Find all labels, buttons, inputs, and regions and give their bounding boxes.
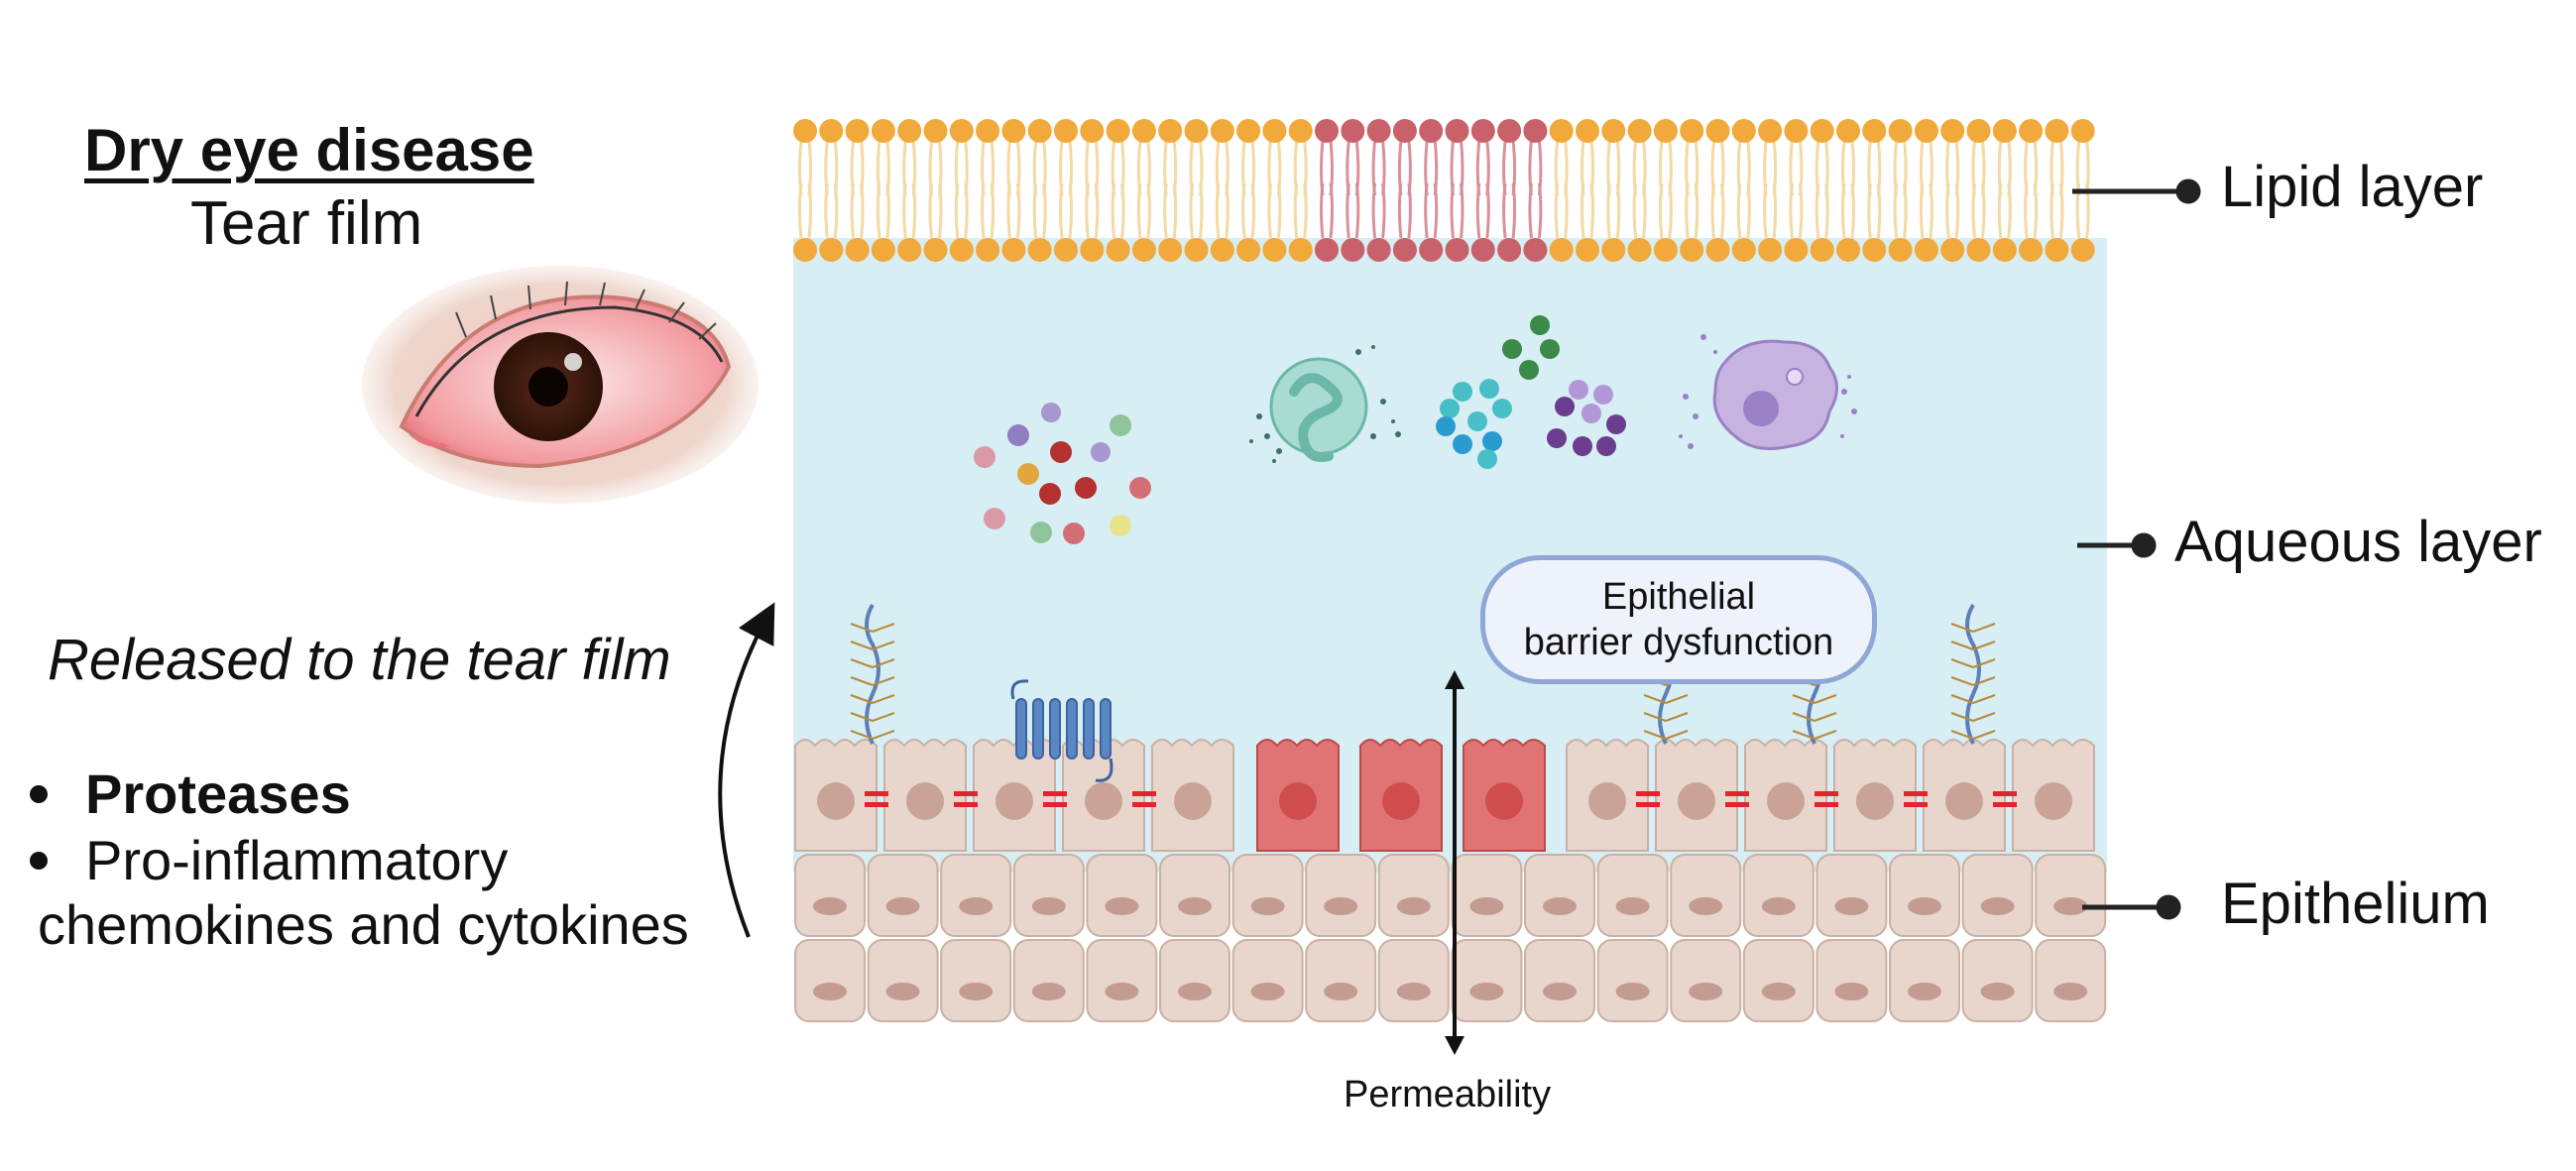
page-title: Dry eye disease <box>84 117 534 183</box>
bullet-label: Proteases <box>85 762 351 825</box>
neutrophil-icon <box>1249 345 1401 463</box>
permeability-arrow <box>1445 670 1464 1055</box>
bullet-icon <box>30 851 48 870</box>
release-arrow <box>718 602 775 938</box>
bullet-item-inflammatory: Pro-inflammatory <box>30 828 508 892</box>
page-subtitle: Tear film <box>190 189 423 258</box>
permeability-label: Permeability <box>1344 1074 1552 1115</box>
cytokine-cluster-icon <box>974 403 1151 544</box>
red-eye-icon <box>362 266 759 504</box>
lipid-layer <box>793 119 2095 262</box>
chemokine-cluster-icon <box>1436 315 1626 469</box>
epithelium-label: Epithelium <box>2221 872 2490 936</box>
bullet-label: Pro-inflammatory <box>85 829 509 891</box>
lipid-layer-label: Lipid layer <box>2221 155 2484 219</box>
macrophage-icon <box>1679 334 1857 450</box>
bullet-icon <box>30 784 48 803</box>
callout-line-2: barrier dysfunction <box>1523 622 1834 663</box>
released-label: Released to the tear film <box>48 628 671 692</box>
bullet-item-proteases: Proteases <box>30 761 351 826</box>
layer-pointers <box>2072 178 2201 920</box>
bullet-continuation: chemokines and cytokines <box>38 893 689 956</box>
aqueous-layer-label: Aqueous layer <box>2174 510 2542 574</box>
barrier-dysfunction-callout: Epithelial barrier dysfunction <box>1480 555 1877 684</box>
callout-line-1: Epithelial <box>1601 576 1756 618</box>
epithelium <box>794 603 2107 1022</box>
